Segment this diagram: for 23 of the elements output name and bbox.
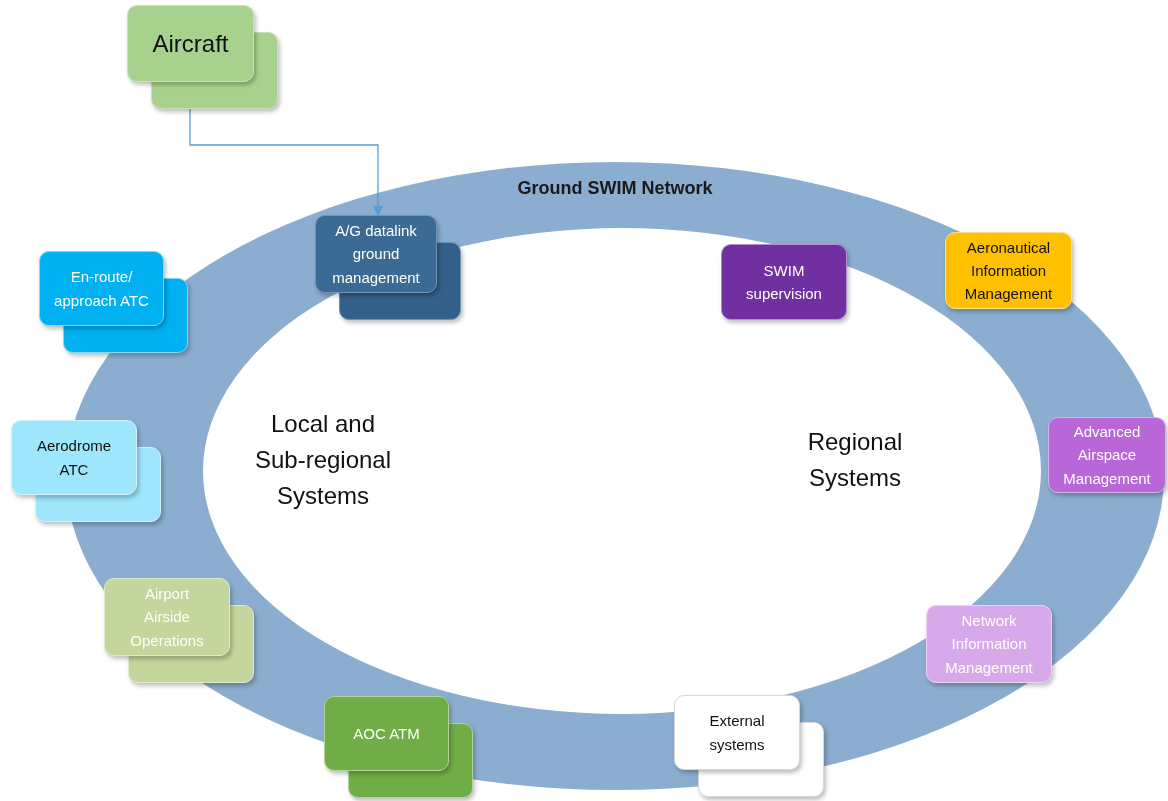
box-label: Airport Airside Operations xyxy=(129,584,205,651)
box-label: Network Information Management xyxy=(944,611,1034,678)
box-label: SWIM supervision xyxy=(745,260,823,304)
stacked-box xyxy=(11,420,161,522)
region-label: Regional Systems xyxy=(806,427,904,493)
box-label: En-route/ approach ATC xyxy=(53,267,150,311)
box-label: Aeronautical Information Management xyxy=(963,237,1054,305)
stacked-box xyxy=(674,695,824,797)
region-label: Local and Sub-regional Systems xyxy=(253,409,393,511)
box-label: Aircraft xyxy=(152,28,229,59)
box-label: Advanced Airspace Management xyxy=(1062,422,1152,489)
stacked-box xyxy=(104,578,254,683)
connector-arrow xyxy=(189,108,383,216)
stacked-box xyxy=(324,696,473,798)
box-label: A/G datalink ground management xyxy=(331,221,421,288)
box-label: Aerodrome ATC xyxy=(35,436,113,480)
box-label: AOC ATM xyxy=(353,723,420,744)
stacked-box xyxy=(315,215,461,320)
stacked-box xyxy=(127,5,278,109)
stacked-box xyxy=(39,251,188,353)
ring-title: Ground SWIM Network xyxy=(516,178,714,199)
box-label: External systems xyxy=(708,711,766,755)
system-box xyxy=(721,244,847,320)
